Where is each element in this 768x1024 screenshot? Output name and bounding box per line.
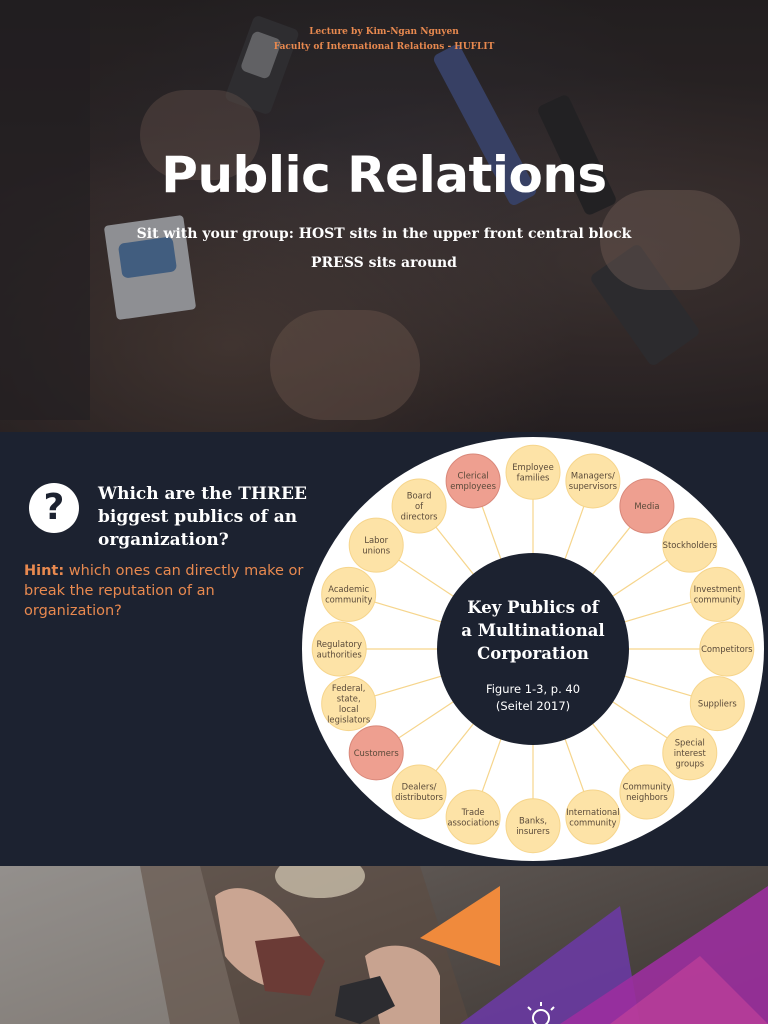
diagram-title-line: Corporation [477, 644, 589, 663]
puzzle-slide [0, 866, 768, 1024]
public-node [619, 764, 675, 820]
public-node [321, 566, 377, 622]
public-node-label: Customers [354, 748, 399, 758]
lightbulb-icon [527, 1002, 555, 1024]
public-node [348, 517, 404, 573]
public-node-label: distributors [395, 792, 443, 802]
public-node-label: state, [337, 693, 361, 703]
public-node [311, 621, 367, 677]
title-slide: Lecture by Kim-Ngan Nguyen Faculty of In… [0, 0, 768, 432]
public-node-label: Managers/ [571, 471, 615, 481]
public-node [505, 444, 561, 500]
public-node-label: Community [623, 782, 672, 792]
public-node [662, 517, 718, 573]
lecturer-name: Lecture by Kim-Ngan Nguyen [309, 27, 459, 37]
highlighted-public-node [619, 478, 675, 534]
public-node-label: authorities [317, 649, 362, 659]
highlighted-public-node [348, 725, 404, 781]
key-publics-diagram: Key Publics of a MultinationalCorporation… [302, 437, 764, 861]
diagram-title-line: a Multinational [461, 621, 604, 640]
puzzle-piece-dark [335, 976, 395, 1024]
public-node-label: groups [675, 758, 704, 768]
public-node-label: Trade [461, 807, 485, 817]
diagram-title-line: Key Publics of [467, 598, 599, 617]
public-node-label: of [415, 501, 424, 511]
public-node-label: Regulatory [316, 639, 362, 649]
hint-body: which ones can directly make or break th… [24, 563, 304, 619]
public-node-label: community [325, 595, 372, 605]
public-node-label: Media [634, 501, 659, 511]
instruction-line-2: PRESS sits around [311, 255, 457, 271]
puzzle-piece-red [255, 936, 325, 996]
public-node-label: supervisors [569, 481, 617, 491]
public-node-label: Banks, [519, 815, 547, 825]
hint-label: Hint: [24, 563, 65, 579]
faculty-name: Faculty of International Relations - HUF… [273, 42, 495, 52]
public-node [689, 676, 745, 732]
public-node-label: interest [674, 748, 707, 758]
public-node [565, 453, 621, 509]
highlighted-public-node [445, 453, 501, 509]
question-mark-icon: ? [29, 483, 79, 533]
public-node-label: employees [450, 481, 496, 491]
public-node-label: Suppliers [698, 699, 737, 709]
diagram-center [437, 553, 629, 745]
background-overlay [0, 0, 768, 432]
public-node [321, 676, 377, 732]
public-node [662, 725, 718, 781]
public-node-label: Competitors [701, 644, 752, 654]
public-node-label: community [694, 595, 741, 605]
coffee-cup [275, 866, 365, 898]
public-node-label: families [517, 473, 550, 483]
purple-triangle-left [460, 906, 640, 1024]
public-node-label: neighbors [626, 792, 668, 802]
public-node [689, 566, 745, 622]
public-node-label: Investment [694, 584, 742, 594]
hint-text: Hint: which ones can directly make or br… [24, 561, 314, 621]
public-node-label: insurers [516, 826, 550, 836]
public-node-label: Employee [512, 462, 553, 472]
magenta-triangle [610, 956, 768, 1024]
public-node-label: community [569, 817, 616, 827]
orange-triangle [420, 886, 500, 966]
press-background [0, 0, 768, 432]
public-node-label: International [566, 807, 619, 817]
public-node [445, 789, 501, 845]
instruction-line-1: Sit with your group: HOST sits in the up… [136, 226, 632, 242]
public-node [391, 764, 447, 820]
public-node [565, 789, 621, 845]
public-node-label: Federal, [332, 683, 366, 693]
public-node-label: directors [401, 512, 438, 522]
public-node-label: unions [362, 545, 390, 555]
question-slide: ? Which are the THREE biggest publics of… [0, 433, 768, 865]
public-node-label: Academic [328, 584, 369, 594]
question-text: Which are the THREE biggest publics of a… [98, 484, 307, 550]
slide-title: Public Relations [161, 146, 607, 204]
puzzle-background [0, 866, 768, 1024]
public-node [699, 621, 755, 677]
diagram-caption-line: (Seitel 2017) [496, 699, 570, 713]
public-node-label: local [339, 704, 359, 714]
public-node [505, 798, 561, 854]
public-node-label: Special [675, 737, 705, 747]
public-node-label: associations [447, 817, 498, 827]
public-node-label: Stockholders [663, 540, 717, 550]
public-node-label: legislators [327, 714, 370, 724]
public-node-label: Dealers/ [402, 782, 437, 792]
public-node-label: Clerical [458, 471, 489, 481]
public-node [391, 478, 447, 534]
public-node-label: Labor [364, 535, 388, 545]
public-node-label: Board [407, 491, 432, 501]
diagram-caption-line: Figure 1-3, p. 40 [486, 682, 580, 696]
